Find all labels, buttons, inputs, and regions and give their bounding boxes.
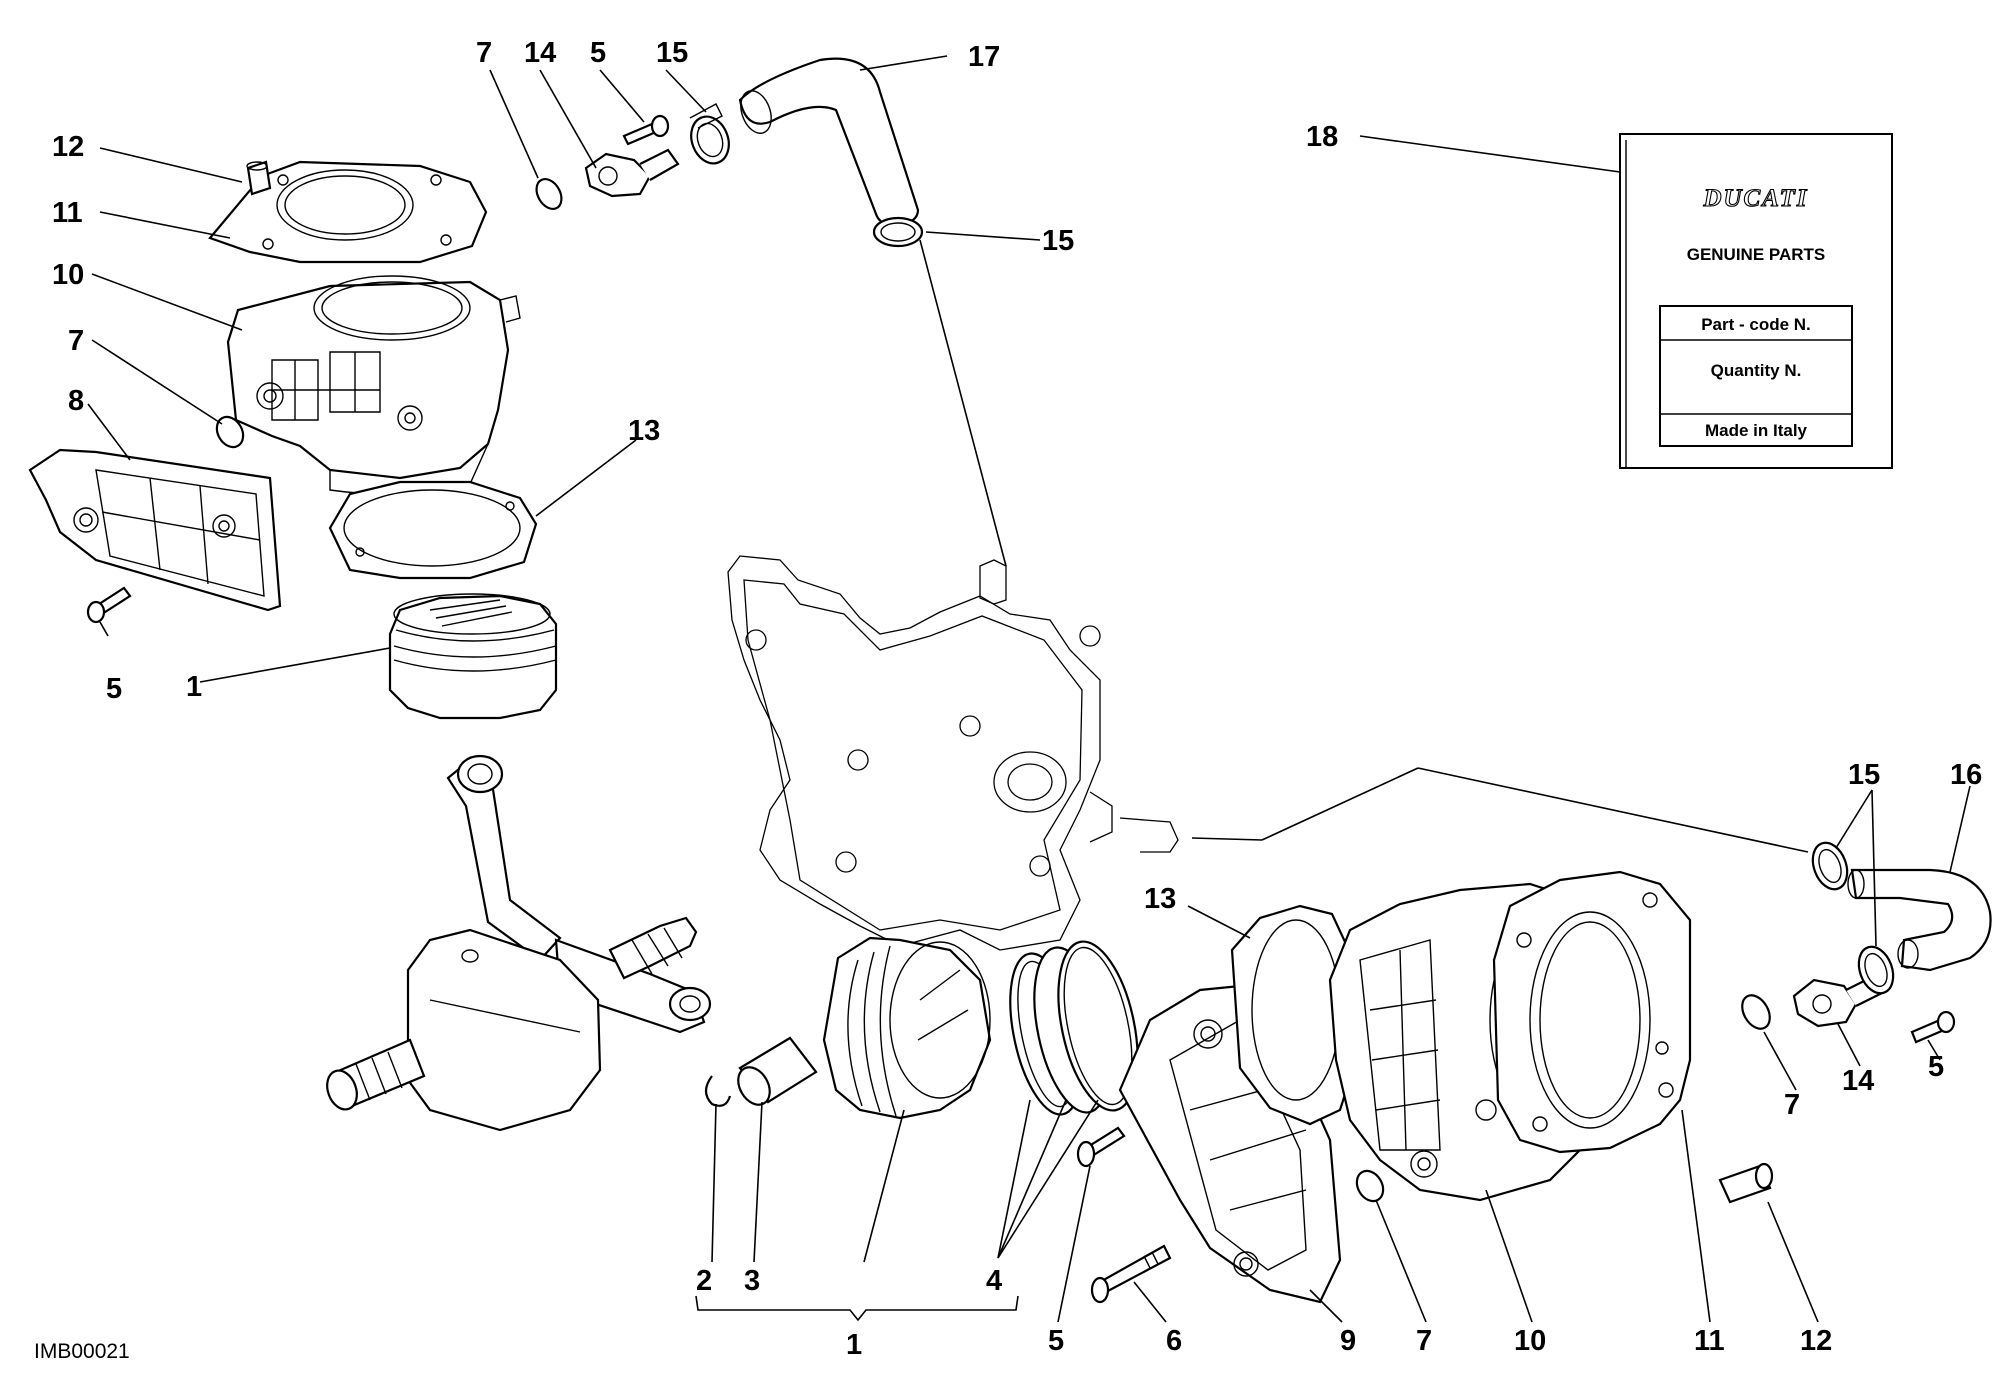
callout-14-top: 14 (524, 37, 556, 69)
callout-15-mid: 15 (1042, 225, 1074, 257)
callout-8-top: 8 (68, 385, 84, 417)
label-part-code: Part - code N. (1701, 315, 1811, 334)
callout-3: 3 (744, 1265, 760, 1297)
crankcase-outline (727, 555, 1179, 951)
callout-9: 9 (1340, 1325, 1356, 1357)
callout-11-top: 11 (52, 197, 83, 229)
label-quantity: Quantity N. (1711, 361, 1802, 380)
callout-17: 17 (968, 41, 1000, 73)
callout-15-top: 15 (656, 37, 688, 69)
callout-10-top: 10 (52, 259, 84, 291)
callout-11-bottom: 11 (1694, 1325, 1725, 1357)
callout-7-top: 7 (476, 37, 492, 69)
ducati-logo: DUCATI (1702, 185, 1808, 212)
label-origin: Made in Italy (1705, 421, 1808, 440)
callout-1-bottom: 1 (846, 1329, 862, 1361)
callout-15-right: 15 (1848, 759, 1880, 791)
leader-lines (87, 55, 1971, 1323)
upper-cylinder-assembly (28, 57, 924, 720)
callout-numbers: 12 11 10 7 8 5 1 7 14 5 15 17 15 13 18 1… (52, 37, 1982, 1361)
callout-12-bottom: 12 (1800, 1325, 1832, 1357)
callout-1-top: 1 (186, 671, 202, 703)
callout-6: 6 (1166, 1325, 1182, 1357)
callout-13-mid: 13 (1144, 883, 1176, 915)
callout-16: 16 (1950, 759, 1982, 791)
callout-10-bottom: 10 (1514, 1325, 1546, 1357)
callout-5-bottom: 5 (1048, 1325, 1064, 1357)
callout-2: 2 (696, 1265, 712, 1297)
lower-piston-assembly (704, 904, 1385, 1304)
callout-5-right: 5 (1928, 1051, 1944, 1083)
genuine-parts-label: DUCATI GENUINE PARTS Part - code N. Quan… (1619, 133, 1893, 469)
lower-cylinder-assembly (1328, 841, 1992, 1204)
callout-14-right: 14 (1842, 1065, 1874, 1097)
crankshaft-assembly (326, 754, 712, 1132)
callout-5-top: 5 (590, 37, 606, 69)
callout-7-top-left: 7 (68, 325, 84, 357)
callout-13-top: 13 (628, 415, 660, 447)
callout-18: 18 (1306, 121, 1338, 153)
callout-5-top-left: 5 (106, 673, 122, 705)
diagram-reference-code: IMB00021 (34, 1340, 130, 1363)
callout-7-right: 7 (1784, 1089, 1800, 1121)
callout-12-top: 12 (52, 131, 84, 163)
label-title: GENUINE PARTS (1687, 245, 1826, 264)
callout-7-bottom: 7 (1416, 1325, 1432, 1357)
callout-4: 4 (986, 1265, 1002, 1297)
